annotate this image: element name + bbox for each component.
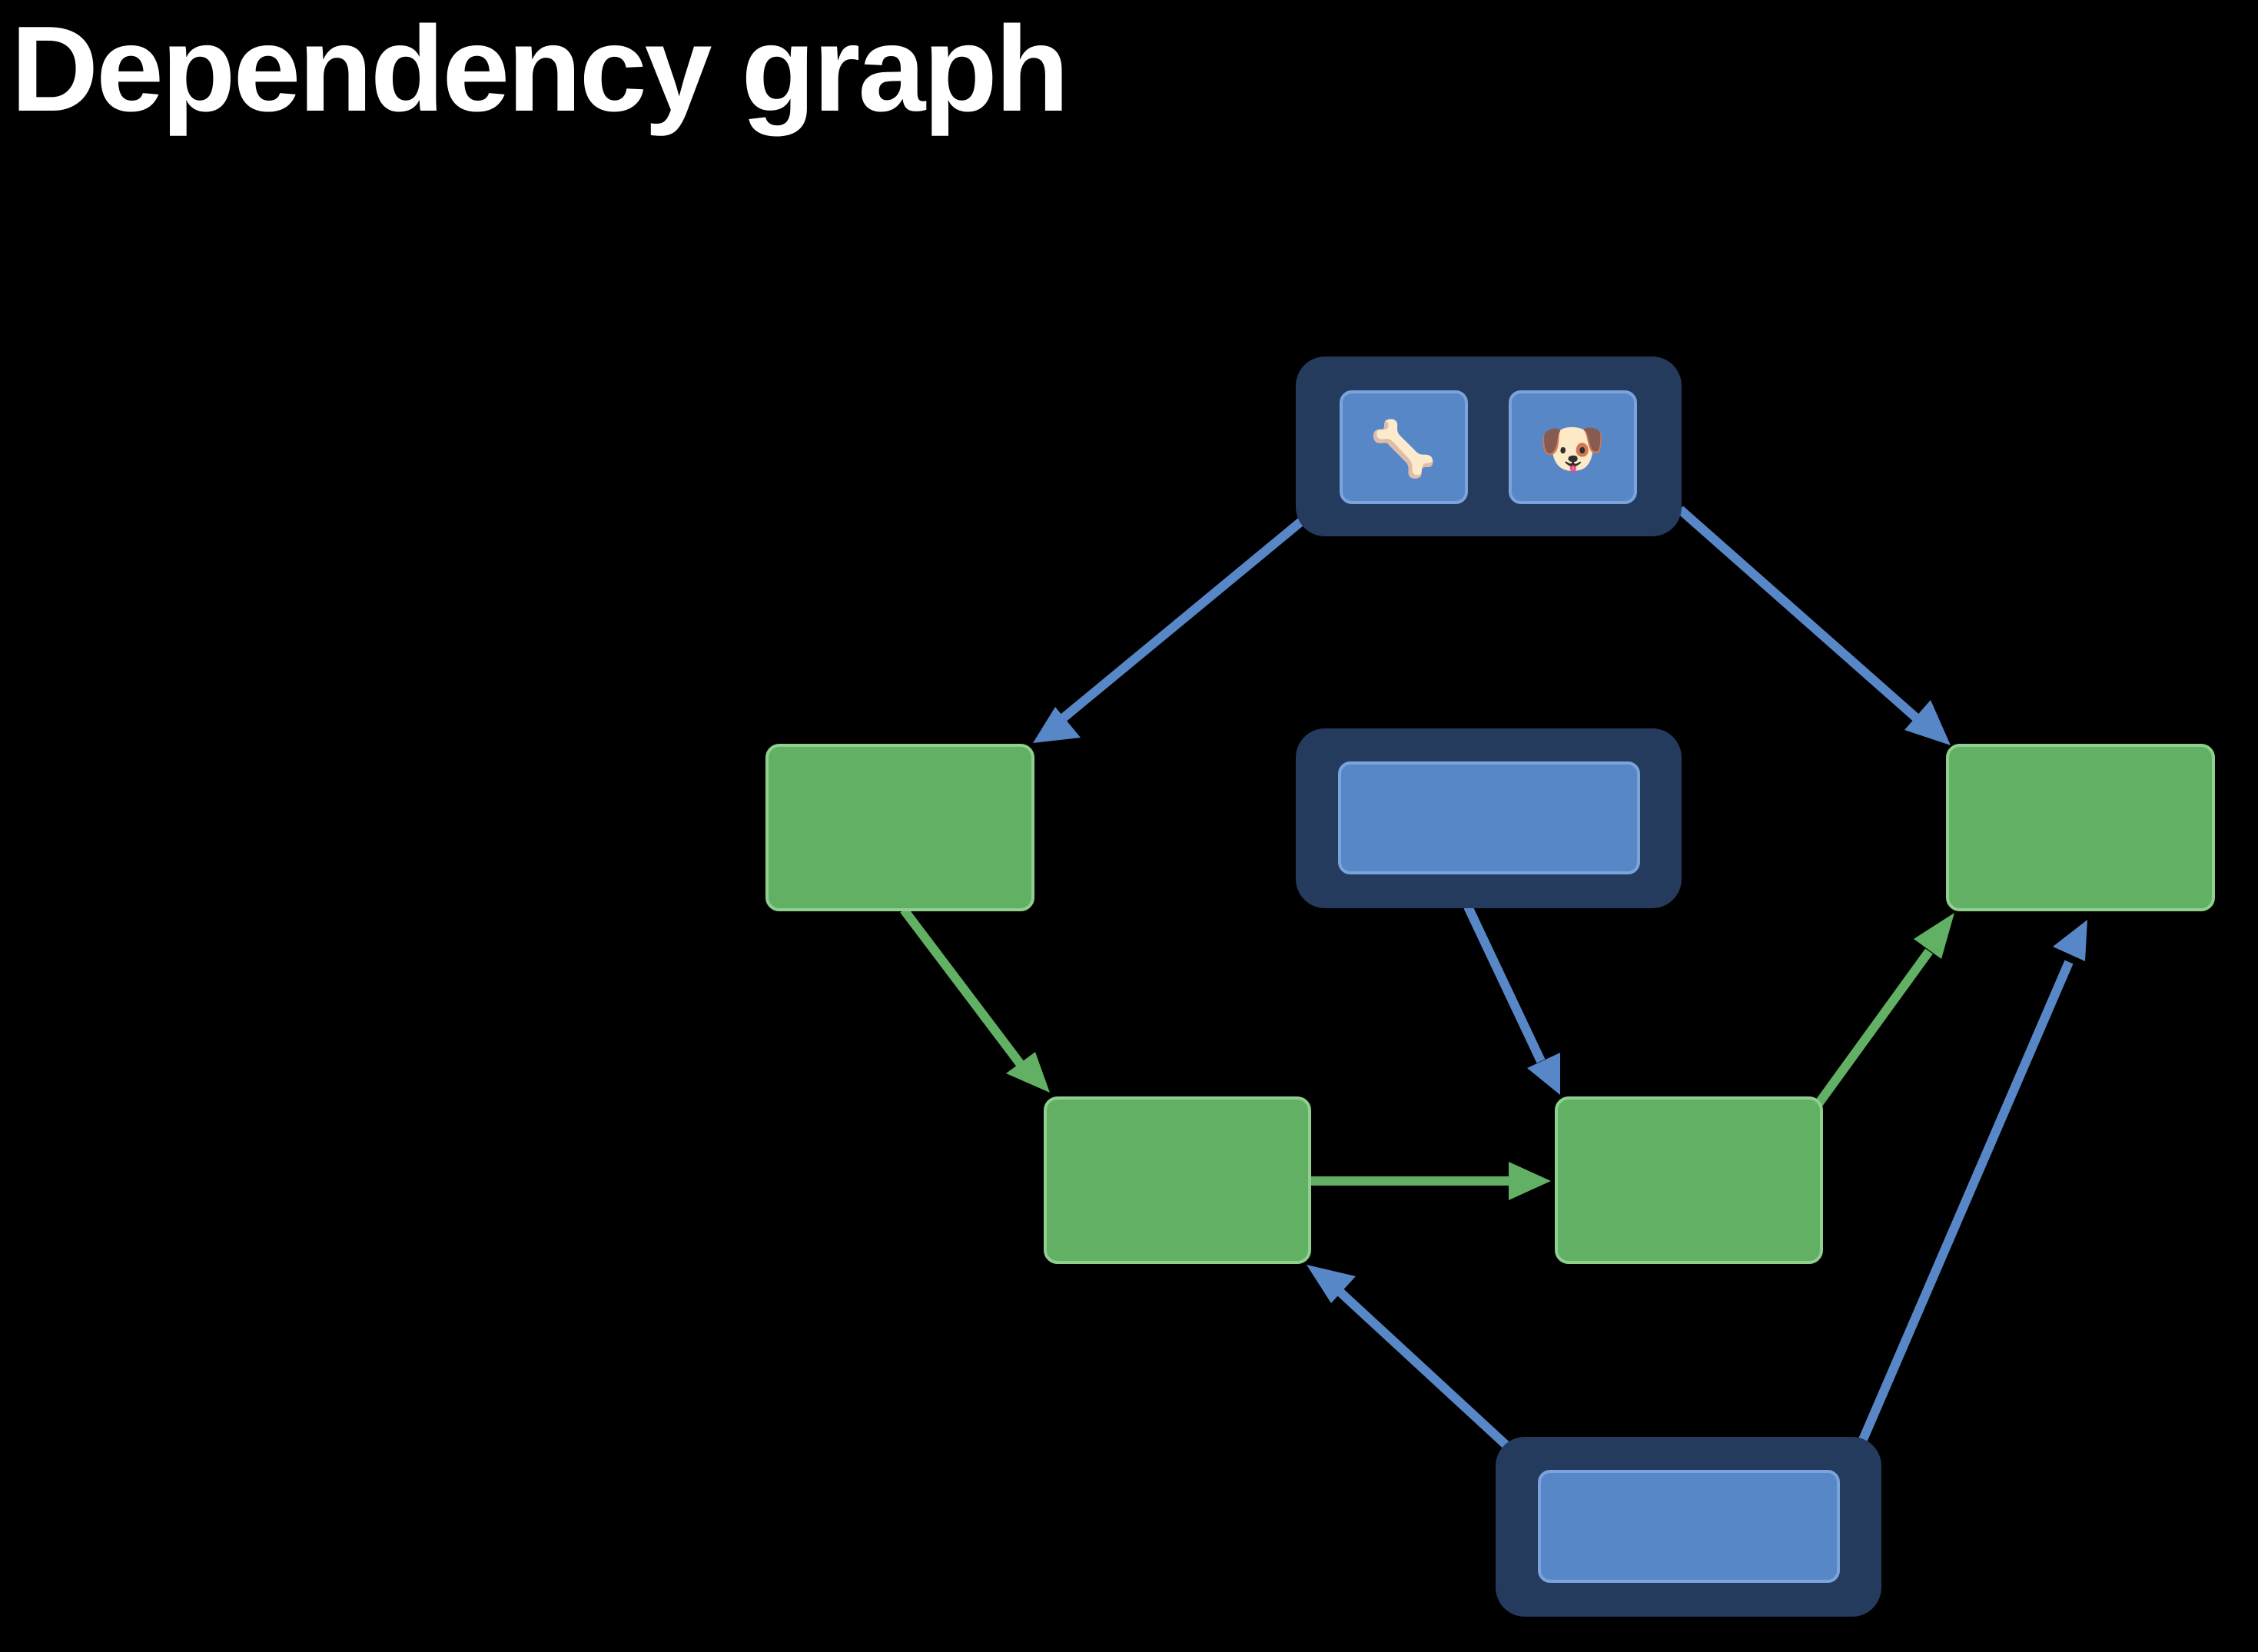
derived-node-right	[1946, 744, 2215, 911]
dog-face-icon: 🐶	[1539, 417, 1606, 480]
edge-bottom-to-right	[1858, 920, 2087, 1444]
derived-node-center-left	[1044, 1096, 1311, 1264]
edges	[900, 506, 2087, 1449]
state-group-top: 🦴 🐶	[1296, 357, 1682, 536]
state-group-bottom	[1496, 1437, 1881, 1617]
bone-icon: 🦴	[1370, 416, 1436, 480]
state-group-middle	[1296, 728, 1682, 908]
derived-node-left	[765, 744, 1034, 911]
edge-top-to-left	[1033, 516, 1306, 743]
edge-center-right-to-right	[1814, 913, 1954, 1108]
edge-top-to-right	[1677, 506, 1951, 745]
state-box-bottom	[1538, 1470, 1840, 1583]
state-box-middle	[1338, 761, 1640, 874]
state-box-dog: 🐶	[1509, 390, 1637, 504]
derived-nodes	[765, 744, 2215, 1264]
derived-node-center-right	[1555, 1096, 1823, 1264]
page-title: Dependency graph	[11, 2, 1069, 137]
edge-bottom-to-center-left	[1307, 1265, 1510, 1449]
edge-middle-to-center-right	[1463, 904, 1560, 1095]
state-box-bone: 🦴	[1340, 390, 1468, 504]
edge-center-left-to-center-right	[1310, 1162, 1551, 1200]
edge-left-to-center-left	[900, 907, 1050, 1093]
